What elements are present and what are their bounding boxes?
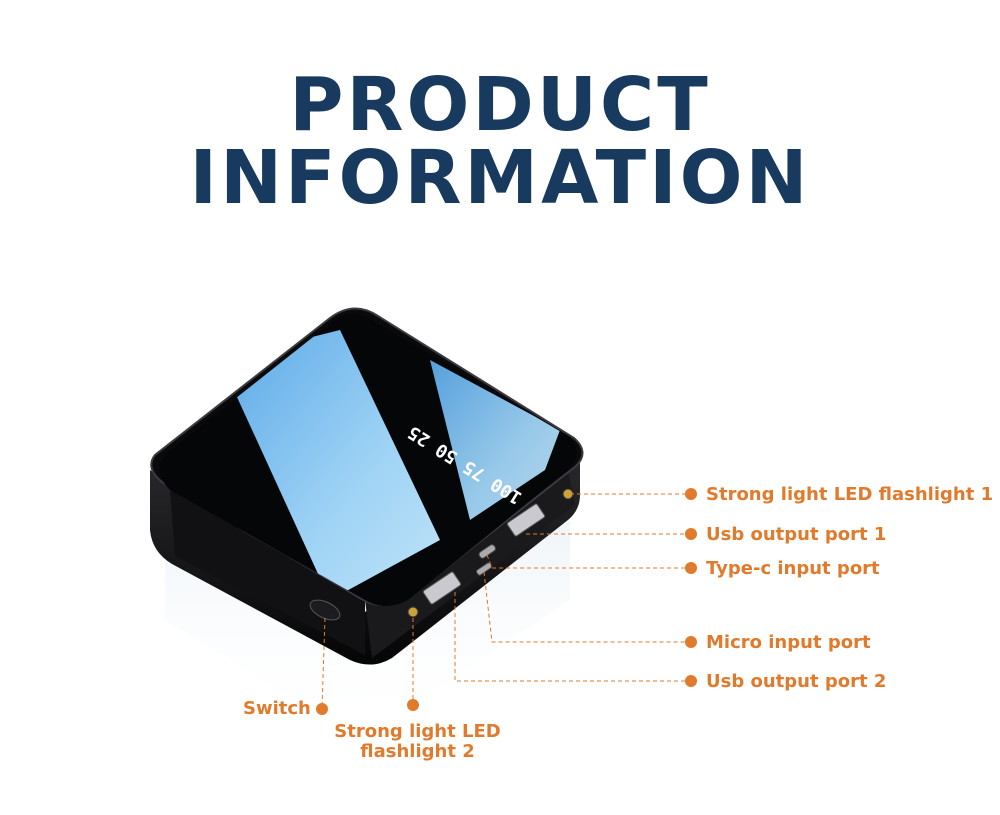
callout-led-flashlight-2-line2: flashlight 2 xyxy=(360,741,475,762)
device-reflection xyxy=(165,520,570,740)
callout-typec-input: Type-c input port xyxy=(706,558,880,579)
screen-blue-panel xyxy=(220,330,440,600)
callout-led-flashlight-1: Strong light LED flashlight 1 xyxy=(706,484,994,505)
title-line-1: PRODUCT xyxy=(289,62,711,148)
usb-port-1 xyxy=(506,503,546,537)
title-line-2: INFORMATION xyxy=(189,135,811,221)
callout-led-flashlight-2-line1: Strong light LED xyxy=(334,721,501,742)
callout-switch: Switch xyxy=(243,698,311,719)
callout-micro-input: Micro input port xyxy=(706,632,871,653)
led-2 xyxy=(407,606,419,618)
usb-port-2 xyxy=(422,571,462,605)
switch-button xyxy=(309,599,341,621)
callout-usb-output-2: Usb output port 2 xyxy=(706,671,887,692)
typec-port xyxy=(478,544,497,559)
callout-usb-output-1: Usb output port 1 xyxy=(706,524,887,545)
